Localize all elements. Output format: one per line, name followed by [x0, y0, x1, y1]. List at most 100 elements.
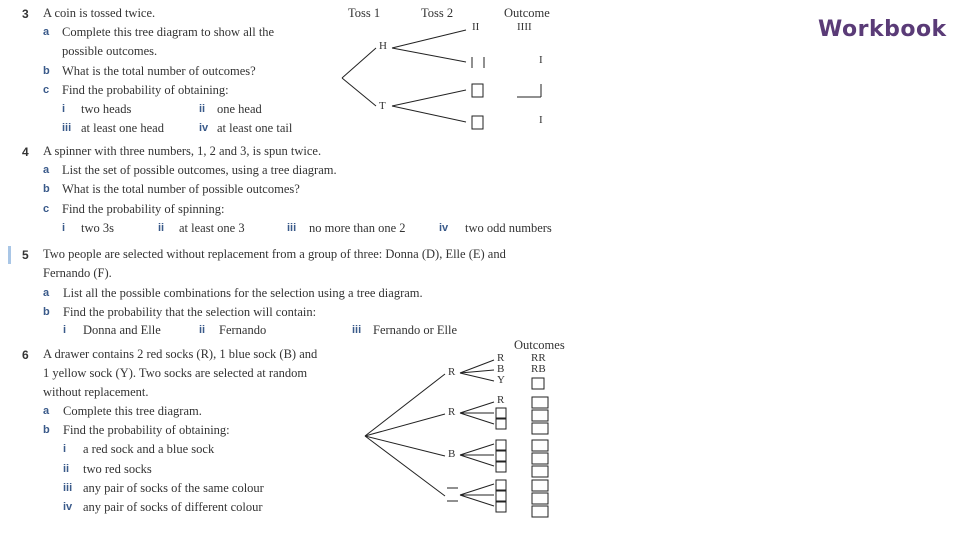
answer-box[interactable] — [531, 452, 549, 465]
answer-box[interactable] — [495, 501, 507, 513]
subpart-label: iii — [287, 222, 297, 234]
question-text: A spinner with three numbers, 1, 2 and 3… — [43, 144, 322, 158]
answer-box[interactable] — [471, 115, 484, 130]
question-text: without replacement. — [43, 385, 149, 399]
subpart-text: at least one head — [81, 121, 164, 135]
subpart-label: ii — [199, 103, 206, 115]
tree-node-heads: H — [379, 40, 387, 52]
part-text: List the set of possible outcomes, using… — [62, 163, 337, 177]
part-label: c — [43, 203, 50, 215]
answer-box[interactable] — [531, 439, 549, 452]
question-number: 5 — [22, 248, 29, 262]
subpart-text: a red sock and a blue sock — [83, 442, 215, 456]
tree-outcome-value: I — [539, 114, 543, 126]
answer-box[interactable] — [495, 490, 507, 502]
part-label: b — [43, 183, 50, 195]
question-text: A coin is tossed twice. — [43, 6, 156, 20]
subpart-text: two odd numbers — [465, 221, 552, 235]
part-text: Find the probability of spinning: — [62, 202, 225, 216]
subpart-label: iv — [63, 501, 73, 513]
part-text: Find the probability of obtaining: — [62, 83, 229, 97]
part-label: b — [43, 306, 50, 318]
part-text: List all the possible combinations for t… — [63, 286, 423, 300]
answer-box[interactable] — [531, 422, 549, 435]
tree-node-tails: T — [379, 100, 386, 112]
answer-box[interactable] — [531, 492, 549, 505]
part-label: b — [43, 424, 50, 436]
tree-leaf-yellow: Y — [497, 374, 505, 386]
subpart-text: one head — [217, 102, 262, 116]
subpart-label: iii — [63, 482, 73, 494]
question-number: 4 — [22, 145, 29, 159]
part-text: What is the total number of outcomes? — [62, 64, 256, 78]
part-label: a — [43, 164, 50, 176]
question-text: 1 yellow sock (Y). Two socks are selecte… — [43, 366, 308, 380]
tree-header-toss1: Toss 1 — [348, 6, 381, 20]
tree-outcome-value: RB — [531, 363, 546, 375]
part-text: Find the probability that the selection … — [63, 305, 317, 319]
part-label: a — [43, 287, 50, 299]
sock-tree — [364, 359, 549, 518]
tree-header-toss2: Toss 2 — [421, 6, 454, 20]
tree-node-red: R — [448, 406, 456, 418]
tree-header-outcome: Outcome — [504, 6, 550, 20]
tree-node-red: R — [448, 366, 456, 378]
subpart-label: i — [63, 324, 67, 336]
tree-outcome-value: IIII — [517, 21, 532, 33]
part-text: possible outcomes. — [62, 44, 158, 58]
workbook-badge: Workbook — [818, 17, 947, 42]
question-text: Two people are selected without replacem… — [43, 247, 506, 261]
tree-leaf-red: R — [497, 352, 505, 364]
subpart-label: ii — [63, 463, 70, 475]
subpart-text: no more than one 2 — [309, 221, 406, 235]
part-text: Complete this tree diagram. — [63, 404, 202, 418]
question-text: A drawer contains 2 red socks (R), 1 blu… — [43, 347, 318, 361]
answer-box[interactable] — [495, 439, 507, 451]
coin-tree — [341, 29, 542, 130]
subpart-label: ii — [158, 222, 165, 234]
margin-marker — [8, 246, 11, 264]
subpart-label: iii — [62, 122, 72, 134]
part-label: a — [43, 405, 50, 417]
question-text: Fernando (F). — [43, 266, 112, 280]
answer-box[interactable] — [531, 396, 549, 409]
subpart-label: iv — [199, 122, 209, 134]
subpart-text: Fernando — [219, 323, 267, 337]
part-text: Complete this tree diagram to show all t… — [62, 25, 275, 39]
subpart-text: Donna and Elle — [83, 323, 161, 337]
subpart-text: any pair of socks of different colour — [83, 500, 263, 514]
part-label: c — [43, 84, 50, 96]
subpart-label: iii — [352, 324, 362, 336]
answer-box[interactable] — [531, 465, 549, 478]
tree-header-outcomes: Outcomes — [514, 338, 565, 352]
question-number: 3 — [22, 7, 29, 21]
answer-box[interactable] — [531, 377, 545, 390]
answer-box[interactable] — [471, 83, 484, 98]
subpart-label: i — [62, 222, 66, 234]
answer-box[interactable] — [531, 479, 549, 492]
tree-outcome-value: I — [539, 54, 543, 66]
answer-box[interactable] — [495, 418, 507, 430]
answer-box[interactable] — [495, 450, 507, 462]
answer-box[interactable] — [531, 505, 549, 518]
tree-leaf-red: R — [497, 394, 505, 406]
subpart-label: i — [62, 103, 66, 115]
answer-box[interactable] — [495, 479, 507, 491]
subpart-text: two red socks — [83, 462, 152, 476]
subpart-text: at least one 3 — [179, 221, 245, 235]
answer-box[interactable] — [495, 407, 507, 419]
subpart-text: at least one tail — [217, 121, 293, 135]
answer-box[interactable] — [531, 409, 549, 422]
tree-outcome-value: RR — [531, 352, 546, 364]
subpart-label: ii — [199, 324, 206, 336]
part-label: b — [43, 65, 50, 77]
answer-box[interactable] — [495, 461, 507, 473]
tree-leaf-value: II — [472, 21, 480, 33]
subpart-text: any pair of socks of the same colour — [83, 481, 264, 495]
question-number: 6 — [22, 348, 29, 362]
subpart-text: Fernando or Elle — [373, 323, 458, 337]
subpart-text: two 3s — [81, 221, 114, 235]
part-label: a — [43, 26, 50, 38]
subpart-text: two heads — [81, 102, 132, 116]
